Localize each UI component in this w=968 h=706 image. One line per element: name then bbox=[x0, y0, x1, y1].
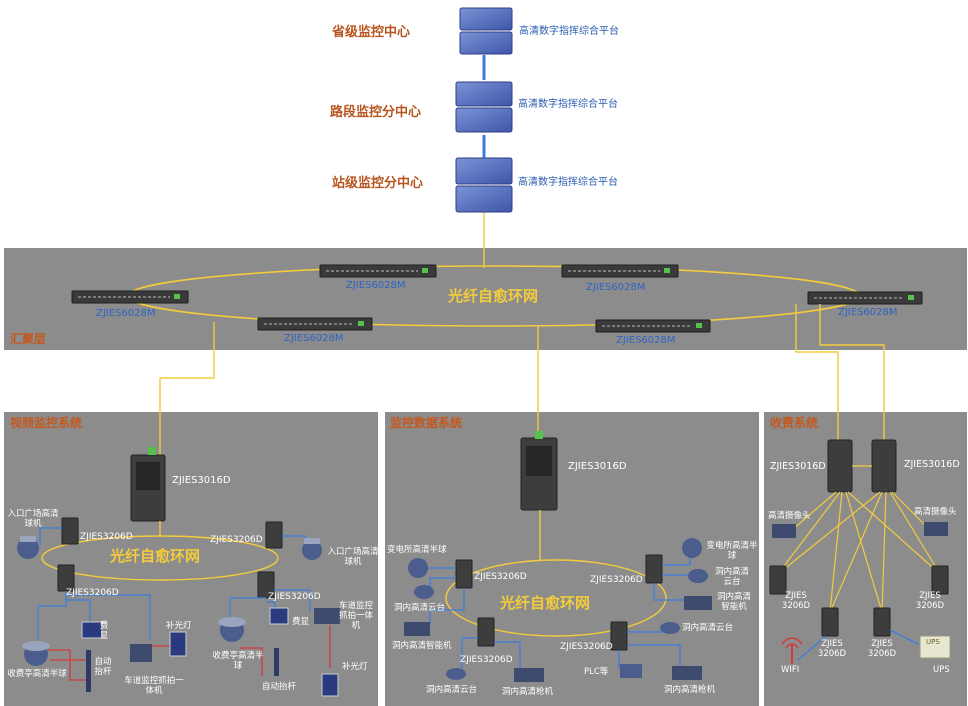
device-label: 收费亭高清半球 bbox=[212, 651, 264, 671]
switch-label: ZJIES6028M bbox=[838, 307, 898, 318]
switch-label: ZJIES3206D bbox=[460, 655, 513, 665]
device-label: 洞内高清智能机 bbox=[716, 592, 751, 612]
dome-camera-icon bbox=[218, 617, 246, 642]
switch-label: ZJIES 3206D bbox=[817, 639, 847, 659]
device-label: 补光灯 bbox=[166, 621, 192, 631]
toll-system-title: 收费系统 bbox=[770, 416, 819, 430]
monitor-icon bbox=[269, 607, 289, 625]
switch-label: ZJIES6028M bbox=[284, 333, 344, 344]
barrier-gate-icon bbox=[274, 648, 279, 676]
device-label: 补光灯 bbox=[342, 662, 368, 672]
device-label: 车道监控抓拍一体机 bbox=[124, 676, 184, 696]
switch-label: ZJIES 3206D bbox=[915, 591, 945, 611]
device-label: 变电所高清半球 bbox=[387, 545, 447, 555]
barrier-gate-icon bbox=[86, 650, 91, 692]
dome-camera-icon bbox=[17, 536, 39, 559]
server-icon bbox=[455, 81, 513, 133]
switch-label: ZJIES3016D bbox=[770, 461, 826, 472]
ptz-camera-icon bbox=[688, 569, 708, 583]
switch-label: ZJIES3206D bbox=[474, 572, 527, 582]
device-label: UPS bbox=[933, 665, 950, 675]
video-core-switch-label: ZJIES3016D bbox=[172, 475, 231, 486]
video-system-title: 视频监控系统 bbox=[10, 416, 83, 430]
camera-icon bbox=[924, 522, 948, 536]
device-label: 入口广场高清球机 bbox=[7, 509, 59, 529]
camera-icon bbox=[772, 524, 796, 538]
switch-label: ZJIES3016D bbox=[904, 459, 960, 470]
monitor-icon bbox=[81, 621, 103, 639]
data-system-title: 监控数据系统 bbox=[390, 416, 463, 430]
data-core-switch bbox=[520, 431, 558, 511]
bullet-camera-icon bbox=[514, 668, 544, 682]
dome-camera-icon bbox=[682, 538, 702, 558]
device-label: 洞内高清枪机 bbox=[664, 685, 716, 695]
device-label: 洞内高清智能机 bbox=[392, 641, 452, 651]
switch-label: ZJIES 3206D bbox=[781, 591, 811, 611]
toll-core-switch bbox=[827, 439, 897, 493]
capture-camera-icon bbox=[130, 644, 152, 662]
data-ring-label: 光纤自愈环网 bbox=[500, 594, 591, 612]
aggregation-ring-label: 光纤自愈环网 bbox=[448, 287, 539, 305]
bullet-camera-icon bbox=[684, 596, 712, 610]
device-label: 车道监控抓拍一体机 bbox=[338, 601, 373, 631]
dome-camera-icon bbox=[302, 538, 322, 560]
server-icon bbox=[459, 7, 513, 55]
plc-icon bbox=[620, 664, 642, 678]
platform-label: 高清数字指挥综合平台 bbox=[518, 99, 618, 110]
switch-label: ZJIES3206D bbox=[80, 532, 133, 542]
switch-label: ZJIES3206D bbox=[560, 642, 613, 652]
device-label: 洞内高清云台 bbox=[426, 685, 478, 695]
dome-camera-icon bbox=[22, 641, 50, 666]
video-core-switch bbox=[130, 447, 166, 522]
ptz-camera-icon bbox=[660, 622, 680, 634]
switch-label: ZJIES3206D bbox=[66, 588, 119, 598]
platform-label: 高清数字指挥综合平台 bbox=[518, 177, 618, 188]
fill-light-icon bbox=[321, 673, 339, 697]
ups-icon bbox=[919, 635, 951, 659]
capture-camera-icon bbox=[314, 608, 340, 624]
switch-label: ZJIES3206D bbox=[590, 575, 643, 585]
device-label: 高清摄像头 bbox=[914, 507, 957, 517]
ptz-camera-icon bbox=[446, 668, 466, 680]
fill-light-icon bbox=[169, 631, 187, 657]
device-label: 变电所高清半球 bbox=[706, 541, 758, 561]
device-label: 自动抬杆 bbox=[94, 657, 112, 677]
data-core-switch-label: ZJIES3016D bbox=[568, 461, 627, 472]
device-label: 洞内高清云台 bbox=[682, 623, 734, 633]
video-ring-label: 光纤自愈环网 bbox=[110, 547, 201, 565]
device-label: 洞内高清云台 bbox=[714, 567, 749, 587]
center-road-section: 路段监控分中心 bbox=[330, 105, 422, 120]
wifi-icon bbox=[781, 637, 803, 664]
center-station: 站级监控分中心 bbox=[332, 176, 424, 191]
device-label: PLC等 bbox=[584, 667, 609, 677]
ups-badge: UPS bbox=[926, 638, 940, 646]
bullet-camera-icon bbox=[672, 666, 702, 680]
device-label: 费显 bbox=[99, 621, 109, 641]
dome-camera-icon bbox=[408, 558, 428, 578]
switch-label: ZJIES 3206D bbox=[867, 639, 897, 659]
switch-label: ZJIES6028M bbox=[96, 308, 156, 319]
switch-label: ZJIES3206D bbox=[268, 592, 321, 602]
switch-label: ZJIES3206D bbox=[210, 535, 263, 545]
platform-label: 高清数字指挥综合平台 bbox=[519, 26, 619, 37]
data-system-panel bbox=[385, 412, 759, 706]
switch-label: ZJIES6028M bbox=[616, 335, 676, 346]
device-label: 洞内高清枪机 bbox=[502, 687, 554, 697]
ptz-camera-icon bbox=[414, 585, 434, 599]
device-label: 入口广场高清球机 bbox=[327, 547, 379, 567]
aggregation-layer-label: 汇聚层 bbox=[10, 332, 47, 346]
switch-label: ZJIES6028M bbox=[346, 280, 406, 291]
device-label: 自动抬杆 bbox=[262, 682, 297, 692]
bullet-camera-icon bbox=[404, 622, 430, 636]
device-label: 收费亭高清半球 bbox=[7, 669, 67, 679]
server-icon bbox=[455, 157, 513, 213]
center-provincial: 省级监控中心 bbox=[332, 25, 411, 40]
device-label: WIFI bbox=[781, 665, 800, 675]
device-label: 洞内高清云台 bbox=[394, 603, 446, 613]
device-label: 高清摄像头 bbox=[768, 511, 811, 521]
switch-label: ZJIES6028M bbox=[586, 282, 646, 293]
device-label: 费显 bbox=[292, 617, 310, 627]
